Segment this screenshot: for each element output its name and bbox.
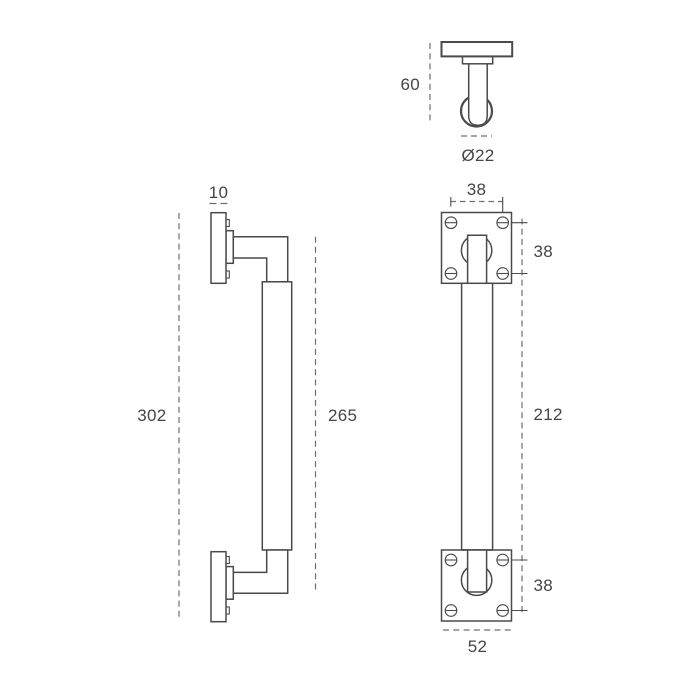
- rose-plate: [440, 41, 514, 58]
- screw-icon: [444, 267, 458, 280]
- dim-label-screw-width: 38: [467, 180, 487, 199]
- stem: [467, 63, 488, 126]
- grip-bar: [460, 282, 494, 551]
- rose-plate: [210, 550, 227, 623]
- dim-label-fixing-centres: 212: [534, 405, 563, 424]
- screw-icon: [496, 553, 510, 567]
- handle-neck: [466, 234, 488, 283]
- dim-label-projection: 60: [400, 75, 420, 94]
- handle-neck: [466, 550, 488, 593]
- dim-label-screw-height-top: 38: [534, 242, 554, 261]
- front-view: 38 38 212 38 52: [440, 180, 563, 656]
- support-arm-top: [232, 235, 289, 283]
- dim-label-screw-height-bottom: 38: [534, 576, 554, 595]
- grip-bar: [261, 281, 293, 551]
- neck-collar: [225, 229, 235, 265]
- dim-label-rose-width: 52: [468, 637, 488, 656]
- profile-view: 60 Ø22: [400, 41, 514, 165]
- dim-label-handle: 265: [328, 406, 357, 425]
- dim-label-rose-thickness: 10: [209, 183, 229, 202]
- rose-plate: [210, 211, 227, 285]
- side-view: 10 302 265: [137, 183, 357, 623]
- dim-label-diameter: Ø22: [461, 146, 494, 165]
- neck-collar: [461, 55, 494, 65]
- neck-collar: [225, 565, 235, 600]
- screw-icon: [444, 216, 458, 230]
- dim-label-overall: 302: [137, 406, 166, 425]
- screw-icon: [444, 604, 458, 617]
- support-arm-bottom: [232, 549, 289, 595]
- screw-icon: [444, 553, 458, 567]
- screw-icon: [496, 267, 510, 280]
- screw-icon: [496, 216, 510, 230]
- screw-icon: [496, 604, 510, 617]
